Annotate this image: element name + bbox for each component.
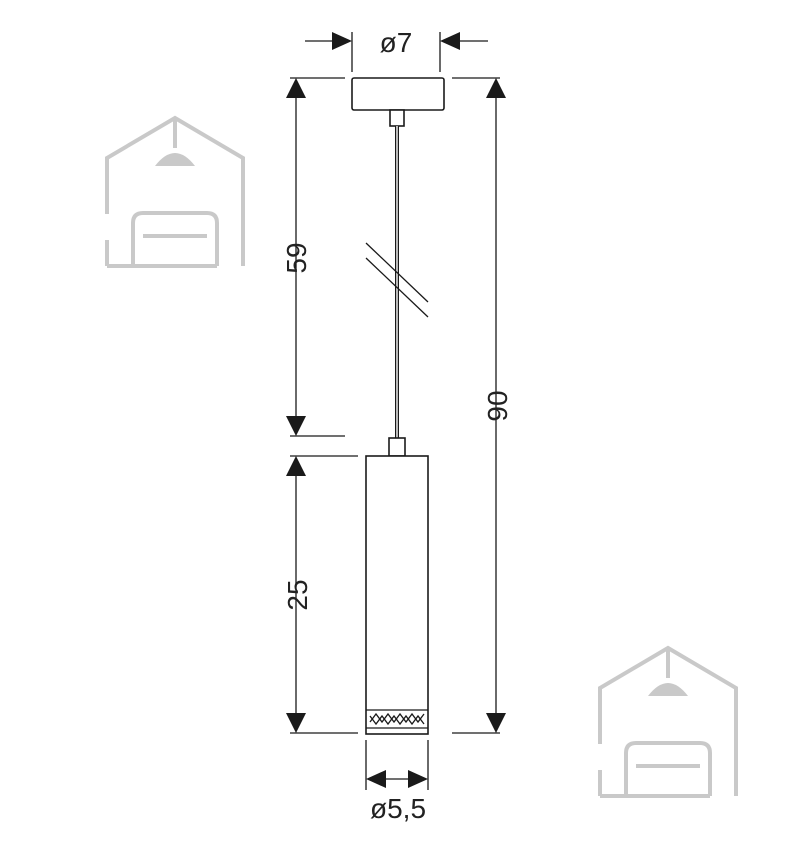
house-sofa-lamp-icon	[598, 645, 738, 798]
top-cable-connector	[389, 109, 405, 127]
shade-diameter-label: ø5,5	[370, 793, 426, 824]
total-height-dimension: 90	[452, 77, 513, 734]
cable-length-label: 59	[281, 242, 312, 273]
shade-cable-connector	[388, 437, 406, 457]
house-sofa-lamp-icon	[105, 115, 245, 268]
canopy-diameter-label: ø7	[380, 27, 413, 58]
total-height-label: 90	[482, 390, 513, 421]
shade-pattern-band	[366, 709, 428, 729]
canopy-diameter-dimension: ø7	[305, 27, 488, 72]
ceiling-canopy	[351, 77, 445, 111]
shade-diameter-dimension: ø5,5	[365, 740, 429, 824]
pendant-lamp	[351, 77, 445, 735]
cable-length-dimension: 59	[281, 77, 345, 437]
cable-break-symbol	[365, 242, 429, 318]
cylinder-shade	[365, 455, 429, 735]
shade-height-label: 25	[282, 579, 313, 610]
shade-height-dimension: 25	[282, 455, 358, 734]
